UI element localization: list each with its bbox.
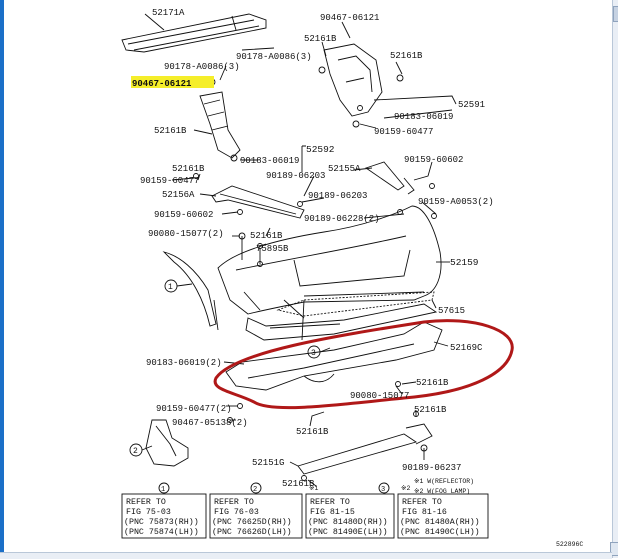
label-52161B-e: 52161B bbox=[250, 231, 283, 241]
ref2-line3: (PNC 76625D(RH)) bbox=[212, 517, 292, 527]
ref1-line2: FIG 75-03 bbox=[126, 508, 171, 517]
label-90178-A0086-b: 90178-A0086(3) bbox=[164, 62, 240, 72]
label-52161B-d: 52161B bbox=[172, 164, 205, 174]
label-90080-15077: 90080-15077 bbox=[350, 391, 409, 401]
ref1-line4: (PNC 75874(LH)) bbox=[124, 527, 199, 537]
ref3-line1: REFER TO bbox=[310, 498, 350, 507]
ref-callout-1: 1 bbox=[161, 486, 165, 494]
label-52159: 52159 bbox=[450, 257, 479, 268]
ref-box-4 bbox=[397, 493, 489, 539]
label-90159-60602-b: 90159-60602 bbox=[154, 210, 213, 220]
ref-star-2: ※2 bbox=[401, 485, 410, 492]
side-trim-part bbox=[162, 251, 217, 327]
label-90467-06121-top: 90467-06121 bbox=[320, 13, 379, 23]
scroll-down-arrow-icon[interactable] bbox=[610, 542, 618, 556]
label-90080-15077-2: 90080-15077(2) bbox=[148, 229, 224, 239]
ref4-line2: FIG 81-16 bbox=[402, 508, 447, 517]
highlight-marker bbox=[131, 76, 214, 88]
right-bumper-support-part bbox=[365, 161, 405, 191]
label-90183-06019-a: 90183-06019 bbox=[394, 112, 453, 122]
ref-star-1: ※1 bbox=[309, 485, 318, 492]
label-90189-06237: 90189-06237 bbox=[402, 463, 461, 473]
label-52591: 52591 bbox=[458, 100, 485, 110]
label-90183-06019-b: 90183-06019 bbox=[240, 156, 299, 166]
lower-molding-part bbox=[297, 433, 418, 475]
label-90467-06121-highlighted: 90467-06121 bbox=[132, 79, 192, 89]
label-52155A: 52155A bbox=[328, 164, 361, 174]
label-90189-06203-a: 90189-06203 bbox=[266, 171, 325, 181]
scrollbar-thumb-icon[interactable] bbox=[613, 6, 618, 22]
label-57615: 57615 bbox=[438, 306, 465, 316]
right-bracket-part bbox=[323, 43, 383, 117]
left-bumper-support-part bbox=[211, 185, 305, 219]
label-90189-06203-b: 90189-06203 bbox=[308, 191, 367, 201]
ref1-line1: REFER TO bbox=[126, 498, 166, 507]
label-75895B: 75895B bbox=[256, 244, 289, 254]
label-52161B-g: 52161B bbox=[414, 405, 447, 415]
ref-callout-2: 2 bbox=[253, 486, 257, 494]
label-90159-60477-a: 90159-60477 bbox=[374, 127, 433, 137]
ref4-line1: REFER TO bbox=[402, 498, 442, 507]
energy-absorber-part bbox=[276, 291, 435, 317]
ref4-line4: (PNC 81490C(LH)) bbox=[400, 527, 480, 537]
ref4-line3: (PNC 81480A(RH)) bbox=[400, 517, 480, 527]
label-52161B-i: 52161B bbox=[282, 479, 315, 489]
mudflap-part bbox=[145, 419, 189, 467]
ref-box-2 bbox=[209, 493, 303, 539]
label-52161B-b: 52161B bbox=[390, 51, 423, 61]
lower-spoiler-part bbox=[225, 321, 443, 391]
label-90183-06019-2: 90183-06019(2) bbox=[146, 358, 222, 368]
callout-3-label: 3 bbox=[311, 349, 316, 358]
label-52171A: 52171A bbox=[152, 8, 185, 18]
note-reflector: ※1 W(REFLECTOR) bbox=[414, 478, 474, 485]
label-90159-60477-b: 90159-60477 bbox=[140, 176, 199, 186]
ref2-line1: REFER TO bbox=[214, 498, 254, 507]
label-52156A: 52156A bbox=[162, 190, 195, 200]
label-52161B-f: 52161B bbox=[416, 378, 449, 388]
label-90178-A0086-a: 90178-A0086(3) bbox=[236, 52, 312, 62]
label-90159-60477-2: 90159-60477(2) bbox=[156, 404, 232, 414]
ref2-line2: FIG 76-03 bbox=[214, 508, 259, 517]
vertical-scrollbar[interactable] bbox=[612, 0, 618, 558]
bumper-lower-section-part bbox=[245, 303, 438, 341]
label-52161B-h: 52161B bbox=[296, 427, 329, 437]
callout-1-label: 1 bbox=[168, 283, 173, 292]
annotation-circle bbox=[213, 319, 514, 410]
label-90189-06228-2: 90189-06228(2) bbox=[304, 214, 380, 224]
note-fog-lamp: ※2 W(FOG LAMP) bbox=[414, 488, 470, 495]
left-bracket-part bbox=[199, 91, 241, 159]
ref3-line3: (PNC 81480D(RH)) bbox=[308, 517, 388, 527]
callout-2-label: 2 bbox=[133, 447, 138, 456]
label-52161B-c: 52161B bbox=[154, 126, 187, 136]
label-90467-05138-2: 90467-05138(2) bbox=[172, 418, 248, 428]
figure-id: 522896C bbox=[556, 541, 583, 548]
ref-box-3 bbox=[305, 493, 395, 539]
parts-diagram: 1 2 3 52171A 90467-06121 90467-06121 901… bbox=[121, 8, 583, 548]
ref2-line4: (PNC 76626D(LH)) bbox=[212, 527, 292, 537]
ref3-line4: (PNC 81490E(LH)) bbox=[308, 527, 388, 537]
ref1-line3: (PNC 75873(RH)) bbox=[124, 517, 199, 527]
horizontal-scrollbar[interactable] bbox=[0, 552, 612, 559]
ref-callout-3: 3 bbox=[381, 486, 385, 494]
ref3-line2: FIG 81-15 bbox=[310, 508, 355, 517]
label-90159-A0053-2: 90159-A0053(2) bbox=[418, 197, 494, 207]
label-52161B-a: 52161B bbox=[304, 34, 337, 44]
label-52151G: 52151G bbox=[252, 458, 284, 468]
reinforcement-bar-part bbox=[121, 13, 267, 53]
label-90159-60602-a: 90159-60602 bbox=[404, 155, 463, 165]
ref-box-1 bbox=[121, 493, 207, 539]
label-52169C: 52169C bbox=[450, 343, 483, 353]
label-52592: 52592 bbox=[306, 144, 335, 155]
window-edge-left bbox=[0, 0, 4, 558]
